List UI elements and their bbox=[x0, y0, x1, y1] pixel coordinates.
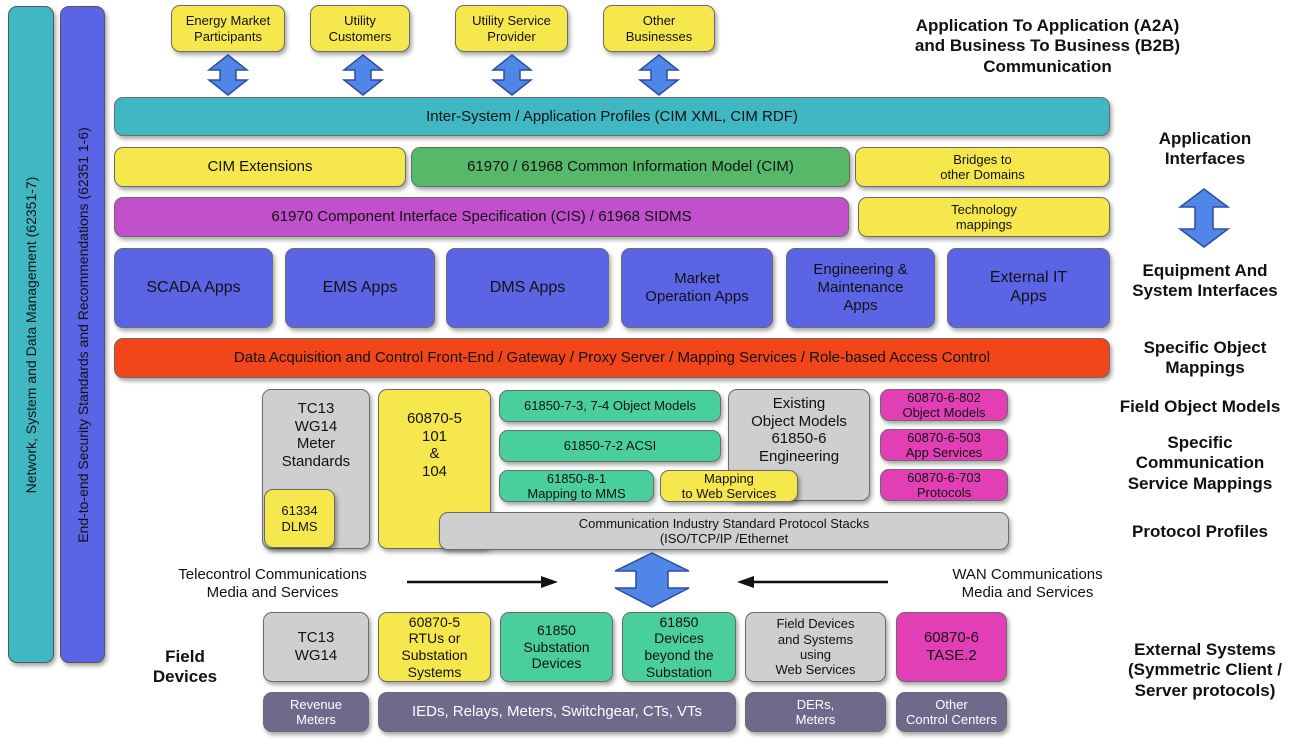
component-interface-spec: 61970 Component Interface Specification … bbox=[114, 197, 849, 237]
equipment-system-interfaces-label: Equipment And System Interfaces bbox=[1132, 261, 1278, 301]
iec-60870-5-label: 60870-5 101 & 104 bbox=[406, 410, 463, 481]
base-ieds-relays: IEDs, Relays, Meters, Switchgear, CTs, V… bbox=[378, 692, 736, 732]
specific-object-mappings-label: Specific Object Mappings bbox=[1143, 338, 1267, 378]
app-external-it: External IT Apps bbox=[947, 248, 1110, 328]
field-object-models-label: Field Object Models bbox=[1119, 397, 1281, 416]
network-management-bar: Network, System and Data Management (623… bbox=[8, 6, 54, 663]
network-management-label: Network, System and Data Management (623… bbox=[23, 176, 39, 493]
protocol-stacks: Communication Industry Standard Protocol… bbox=[439, 512, 1009, 550]
mms-mapping-61850-8-1: 61850-8-1 Mapping to MMS bbox=[499, 470, 654, 502]
device-60870-5-rtus: 60870-5 RTUs or Substation Systems bbox=[378, 612, 491, 682]
base-other-control-centers: Other Control Centers bbox=[896, 692, 1007, 732]
device-tc13-wg14: TC13 WG14 bbox=[263, 612, 369, 682]
participant-energy-market: Energy Market Participants bbox=[171, 5, 285, 52]
telecontrol-media-label: Telecontrol Communications Media and Ser… bbox=[178, 566, 367, 601]
technology-mappings: Technology mappings bbox=[858, 197, 1110, 237]
device-61850-beyond-substation: 61850 Devices beyond the Substation bbox=[622, 612, 736, 682]
double-arrow-icon bbox=[614, 552, 690, 608]
external-systems-label: External Systems (Symmetric Client / Ser… bbox=[1128, 640, 1282, 700]
existing-object-models-label: Existing Object Models 61850-6 Engineeri… bbox=[751, 395, 847, 466]
security-standards-label: End-to-end Security Standards and Recomm… bbox=[74, 126, 91, 543]
tc13-meter-standards-label: TC13 WG14 Meter Standards bbox=[281, 400, 351, 471]
double-arrow-icon bbox=[206, 54, 250, 96]
object-models-61850-7-3: 61850-7-3, 7-4 Object Models bbox=[499, 390, 721, 422]
double-arrow-icon bbox=[637, 54, 681, 96]
base-ders-meters: DERs, Meters bbox=[745, 692, 886, 732]
security-standards-bar: End-to-end Security Standards and Recomm… bbox=[60, 6, 105, 663]
dlms-61334: 61334 DLMS bbox=[264, 489, 335, 548]
base-revenue-meters: Revenue Meters bbox=[263, 692, 369, 732]
app-dms: DMS Apps bbox=[446, 248, 609, 328]
a2a-b2b-label: Application To Application (A2A) and Bus… bbox=[914, 16, 1181, 76]
double-arrow-icon bbox=[341, 54, 385, 96]
bridges-other-domains: Bridges to other Domains bbox=[855, 147, 1110, 187]
iec-60870-6-802: 60870-6-802 Object Models bbox=[880, 389, 1008, 421]
right-arrow-icon bbox=[407, 576, 558, 588]
iec-60870-6-703: 60870-6-703 Protocols bbox=[880, 469, 1008, 501]
participant-other-businesses: Other Businesses bbox=[603, 5, 715, 52]
data-acquisition-front-end: Data Acquisition and Control Front-End /… bbox=[114, 338, 1110, 378]
device-61850-substation: 61850 Substation Devices bbox=[500, 612, 613, 682]
wan-media-label: WAN Communications Media and Services bbox=[952, 566, 1103, 601]
web-services-mapping: Mapping to Web Services bbox=[660, 470, 798, 502]
double-arrow-icon bbox=[490, 54, 534, 96]
cim-model: 61970 / 61968 Common Information Model (… bbox=[411, 147, 850, 187]
participant-utility-service-provider: Utility Service Provider bbox=[455, 5, 568, 52]
participant-utility-customers: Utility Customers bbox=[310, 5, 410, 52]
device-field-web-services: Field Devices and Systems using Web Serv… bbox=[745, 612, 886, 682]
app-scada: SCADA Apps bbox=[114, 248, 273, 328]
inter-system-profiles: Inter-System / Application Profiles (CIM… bbox=[114, 97, 1110, 136]
device-tase2: 60870-6 TASE.2 bbox=[896, 612, 1007, 682]
left-arrow-icon bbox=[737, 576, 888, 588]
vertical-double-arrow-icon bbox=[1178, 188, 1230, 248]
app-engineering-maintenance: Engineering & Maintenance Apps bbox=[786, 248, 935, 328]
specific-comm-mappings-label: Specific Communication Service Mappings bbox=[1127, 433, 1273, 493]
app-ems: EMS Apps bbox=[285, 248, 435, 328]
iec-60870-6-503: 60870-6-503 App Services bbox=[880, 429, 1008, 461]
protocol-profiles-label: Protocol Profiles bbox=[1131, 522, 1269, 541]
application-interfaces-label: Application Interfaces bbox=[1158, 129, 1252, 169]
cim-extensions: CIM Extensions bbox=[114, 147, 406, 187]
field-devices-label: Field Devices bbox=[152, 647, 218, 687]
app-market-operation: Market Operation Apps bbox=[621, 248, 773, 328]
acsi-61850-7-2: 61850-7-2 ACSI bbox=[499, 430, 721, 462]
